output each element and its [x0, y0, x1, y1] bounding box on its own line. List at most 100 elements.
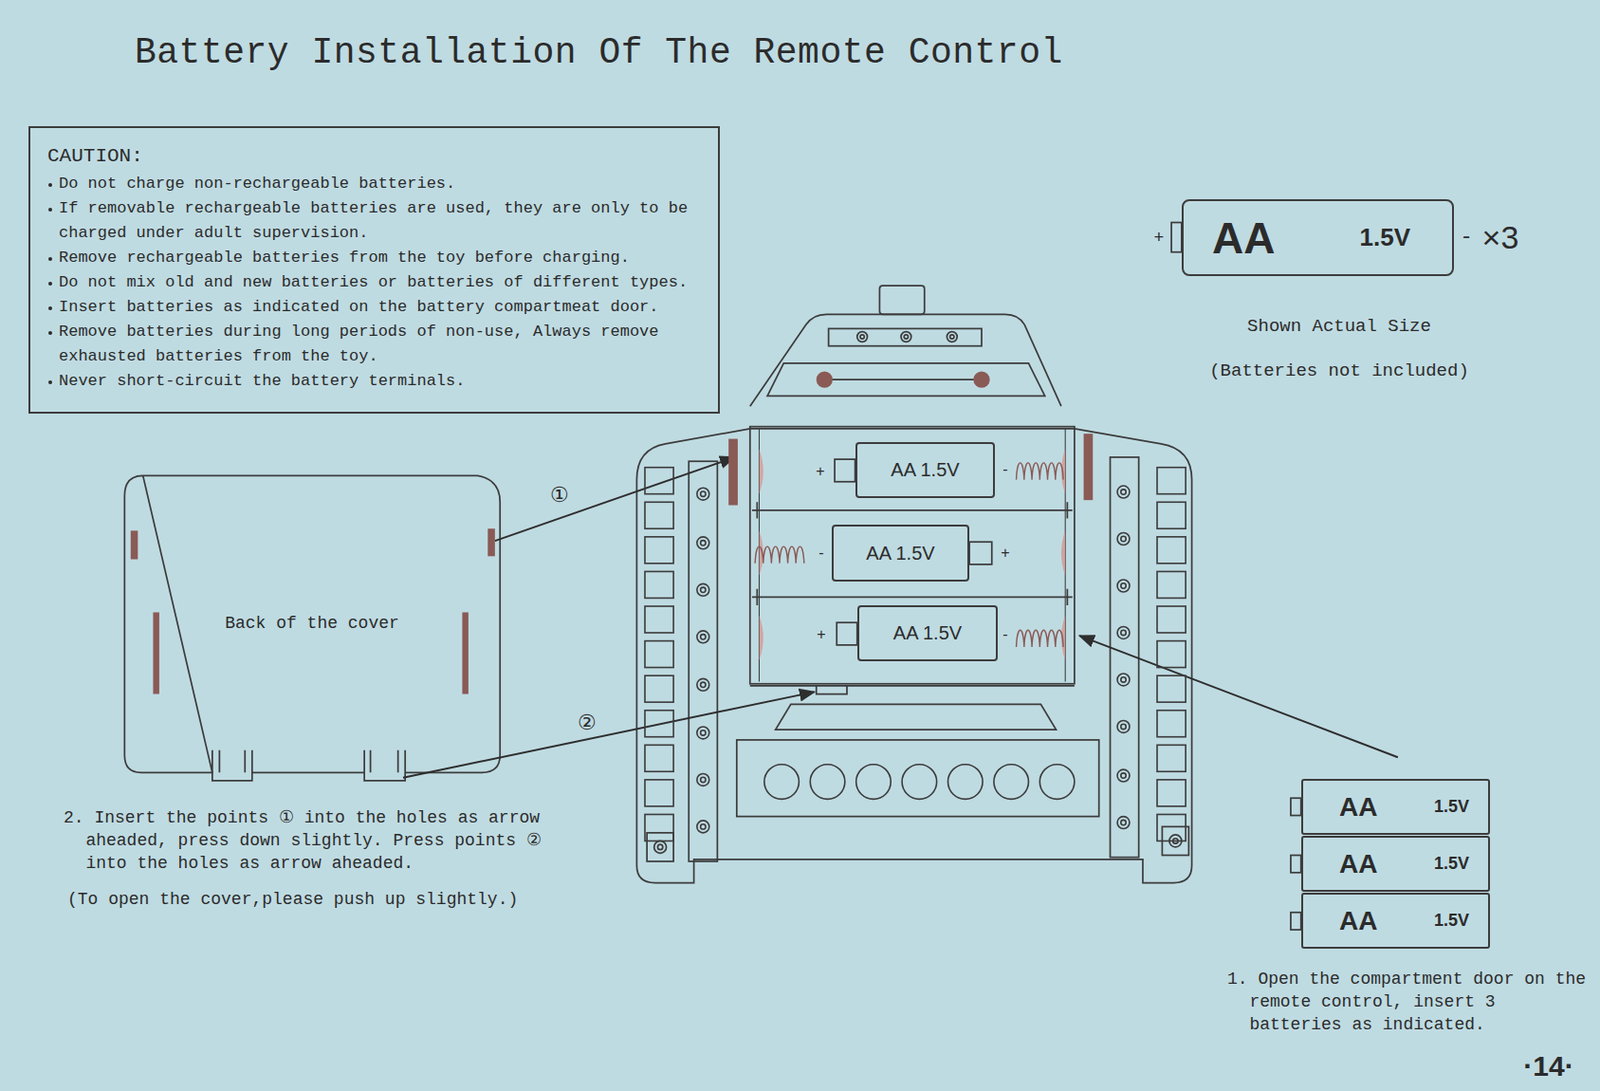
battery: AA1.5V: [1301, 892, 1490, 949]
callout-number: ①: [550, 482, 570, 509]
drawing-stroke: [697, 630, 710, 644]
drawing-stroke: [1117, 719, 1130, 733]
battery: AA1.5V: [1301, 778, 1490, 835]
drawing-stroke: [1039, 764, 1075, 800]
drawing-stroke: [1157, 536, 1186, 564]
step-text: 2. Insert the points ① into the holes as…: [63, 806, 571, 875]
drawing-stroke: [1121, 772, 1126, 778]
drawing-stroke: [1157, 467, 1186, 495]
drawing-stroke: [754, 546, 805, 564]
battery: AA 1.5V: [857, 605, 998, 662]
battery-text: AA 1.5V: [893, 622, 962, 644]
drawing-stroke: [1121, 489, 1126, 495]
drawing-stroke: [644, 467, 674, 495]
drawing-stroke: [700, 681, 706, 687]
drawing-stroke: [697, 772, 710, 786]
drawing-stroke: [644, 501, 674, 529]
size-note: Shown Actual Size: [1247, 315, 1432, 337]
drawing-stroke: [644, 606, 674, 633]
drawing-stroke: [644, 675, 674, 702]
bullet-dot: [48, 207, 53, 212]
battery-text: AA: [1339, 848, 1378, 880]
battery-text: 1.5V: [1434, 910, 1470, 931]
caution-item: Remove rechargeable batteries from the t…: [47, 245, 699, 271]
drawing-stroke: [1121, 819, 1126, 825]
drawing-stroke: [1157, 641, 1186, 668]
polarity-mark: +: [1154, 228, 1165, 248]
caution-item: Insert batteries as indicated on the bat…: [47, 294, 699, 320]
bullet-dot: [48, 183, 53, 187]
drawing-stroke: [700, 587, 706, 592]
caution-heading: CAUTION:: [47, 141, 699, 172]
battery-note: (Batteries not included): [1209, 360, 1470, 382]
battery-text: 1.5V: [1360, 222, 1412, 253]
caution-item: Do not mix old and new batteries or batt…: [47, 270, 699, 295]
drawing-stroke: [700, 634, 706, 640]
drawing-stroke: [1157, 501, 1186, 529]
battery-text: AA: [1212, 212, 1275, 264]
drawing-stroke: [1117, 626, 1130, 640]
drawing-stroke: [644, 813, 674, 841]
caution-item: Remove batteries during long periods of …: [47, 319, 699, 369]
drawing-stroke: [1121, 723, 1126, 729]
drawing-stroke: [644, 536, 674, 564]
drawing-stroke: [644, 710, 674, 737]
drawing-stroke: [1121, 677, 1126, 682]
drawing-stroke: [697, 678, 710, 691]
drawing-stroke: [1121, 535, 1126, 541]
step-text: 1. Open the compartment door on the remo…: [1227, 967, 1597, 1036]
cover-back: Back of the cover: [124, 475, 500, 772]
polarity-mark: -: [1002, 625, 1008, 644]
bullet-dot: [48, 281, 53, 286]
bullet-dot: [48, 331, 53, 335]
drawing-stroke: [644, 744, 674, 772]
callout-number: ②: [577, 710, 597, 736]
polarity-mark: -: [1002, 460, 1008, 479]
drawing-stroke: [697, 726, 710, 739]
caution-item: If removable rechargeable batteries are …: [47, 196, 699, 246]
drawing-stroke: [1117, 769, 1130, 782]
drawing-stroke: [700, 491, 706, 497]
drawing-stroke: [901, 764, 938, 800]
drawing-stroke: [1157, 779, 1186, 807]
drawing-stroke: [1157, 710, 1186, 737]
polarity-mark: -: [1459, 225, 1472, 250]
battery: AA 1.5V: [855, 441, 995, 498]
step-note: (To open the cover,please push up slight…: [67, 889, 518, 909]
polarity-mark: +: [1000, 544, 1010, 562]
drawing-stroke: [1157, 570, 1186, 598]
drawing-stroke: [644, 570, 674, 598]
drawing-stroke: [700, 730, 706, 736]
drawing-stroke: [697, 536, 710, 550]
caution-item: Never short-circuit the battery terminal…: [47, 368, 699, 394]
quantity-label: ×3: [1482, 219, 1520, 257]
page-title: Battery Installation Of The Remote Contr…: [134, 32, 1064, 74]
battery-text: 1.5V: [1434, 853, 1470, 874]
battery-text: AA 1.5V: [890, 459, 959, 481]
polarity-mark: -: [818, 544, 824, 562]
drawing-stroke: [700, 540, 706, 546]
page-number: ·14·: [1523, 1049, 1574, 1083]
battery: AA 1.5V: [1181, 199, 1454, 276]
drawing-stroke: [809, 764, 846, 800]
drawing-stroke: [1157, 675, 1186, 702]
drawing-stroke: [697, 583, 710, 596]
drawing-stroke: [1016, 462, 1064, 480]
bullet-dot: [48, 380, 53, 385]
drawing-stroke: [1117, 485, 1130, 498]
battery-text: AA: [1339, 791, 1378, 823]
drawing-stroke: [1117, 533, 1130, 546]
drawing-stroke: [1016, 629, 1064, 647]
drawing-stroke: [700, 776, 706, 782]
drawing-stroke: [644, 641, 674, 668]
bullet-dot: [48, 257, 53, 261]
drawing-stroke: [1157, 744, 1186, 772]
caution-item: Do not charge non-rechargeable batteries…: [47, 171, 699, 197]
drawing-stroke: [1121, 629, 1126, 635]
drawing-stroke: [697, 487, 710, 500]
bullet-dot: [48, 306, 53, 311]
drawing-stroke: [1157, 606, 1186, 633]
caution-box: CAUTION:Do not charge non-rechargeable b…: [28, 126, 720, 414]
drawing-stroke: [700, 824, 706, 829]
drawing-stroke: [1121, 583, 1126, 589]
